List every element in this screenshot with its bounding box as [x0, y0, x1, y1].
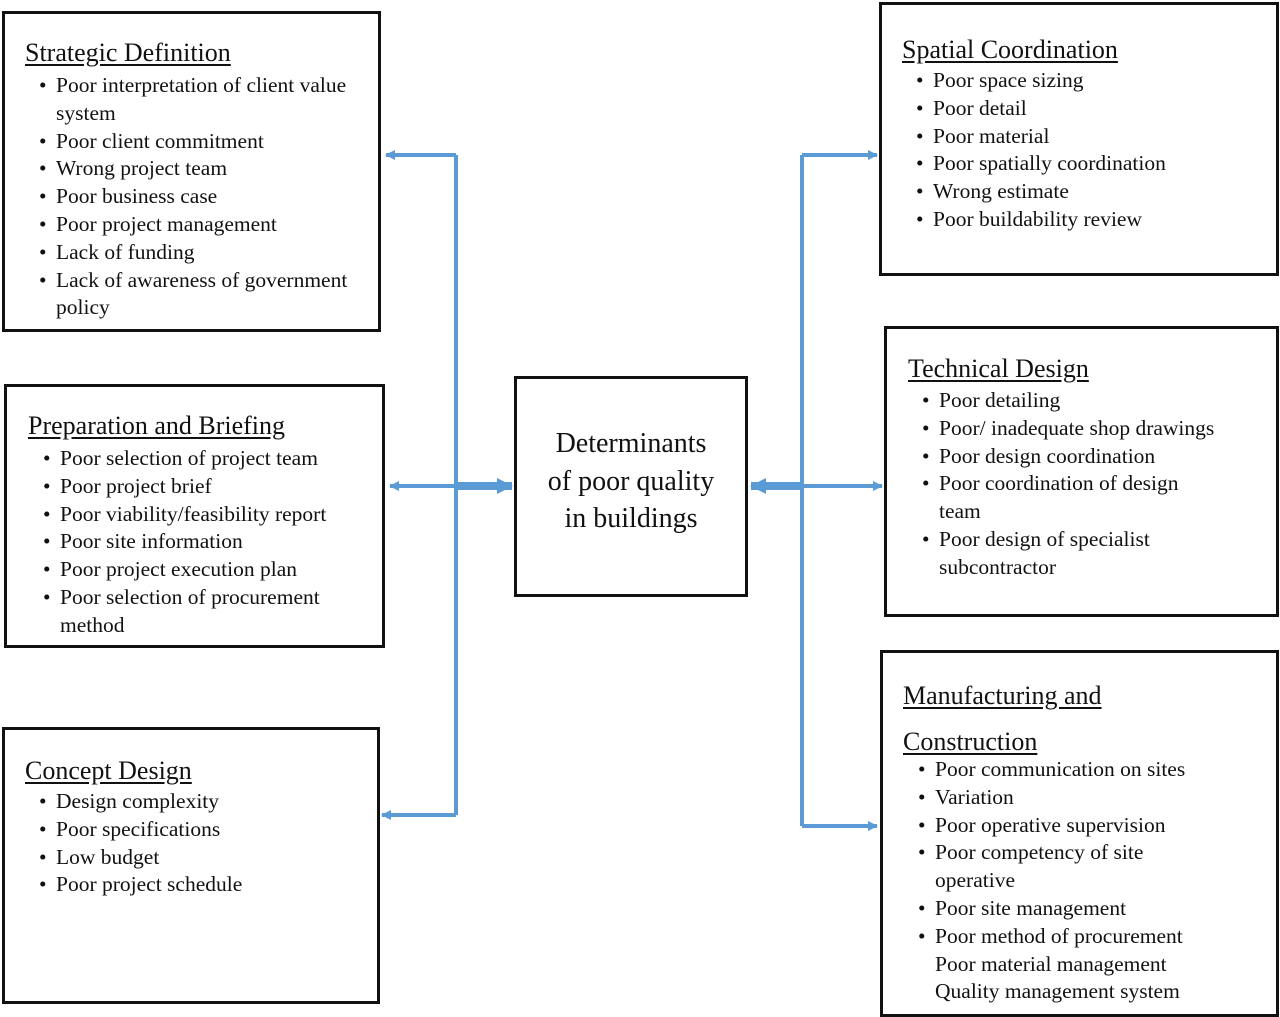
list-item: Poor space sizing: [916, 67, 1266, 95]
box-technical-design: Technical Design Poor detailing Poor/ in…: [884, 326, 1279, 617]
list-manufacturing-construction: Poor communication on sites Variation Po…: [918, 756, 1228, 1006]
list-item: Poor site information: [43, 528, 373, 556]
list-item: Low budget: [39, 844, 369, 872]
list-technical-design: Poor detailing Poor/ inadequate shop dra…: [922, 387, 1222, 582]
list-item: Poor business case: [39, 183, 369, 211]
list-item: Poor viability/feasibility report: [43, 501, 373, 529]
list-item: Poor spatially coordination: [916, 150, 1266, 178]
list-item: Poor design of specialist subcontractor: [922, 526, 1222, 582]
title-preparation-briefing: Preparation and Briefing: [28, 411, 286, 440]
list-item: Lack of awareness of government policy: [39, 267, 369, 323]
box-preparation-briefing: Preparation and Briefing Poor selection …: [4, 384, 385, 648]
list-item: Poor specifications: [39, 816, 369, 844]
list-item: Poor project management: [39, 211, 369, 239]
list-item: Poor design coordination: [922, 443, 1222, 471]
box-manufacturing-construction: Manufacturing and Construction Poor comm…: [880, 650, 1279, 1017]
list-item: Poor selection of project team: [43, 445, 373, 473]
center-title: Determinants of poor quality in building…: [517, 425, 745, 538]
list-item: Quality management system: [935, 979, 1180, 1004]
center-title-line: of poor quality: [547, 465, 715, 497]
title-manufacturing-construction: Manufacturing and Construction: [903, 681, 1102, 756]
list-item: Wrong project team: [39, 155, 369, 183]
list-item: Poor selection of procurement method: [43, 584, 373, 640]
title-spatial-coordination: Spatial Coordination: [902, 35, 1118, 64]
list-item: Poor project brief: [43, 473, 373, 501]
list-concept-design: Design complexity Poor specifications Lo…: [39, 788, 369, 899]
list-item: Poor communication on sites: [918, 756, 1228, 784]
list-item: Variation: [918, 784, 1228, 812]
list-item: Poor material management: [935, 951, 1167, 976]
list-item: Poor interpretation of client value syst…: [39, 72, 369, 128]
box-concept-design: Concept Design Design complexity Poor sp…: [2, 727, 380, 1004]
list-item: Poor project schedule: [39, 871, 369, 899]
list-item: Poor competency of site operative: [918, 839, 1228, 895]
list-item: Poor client commitment: [39, 128, 369, 156]
list-item: Poor detailing: [922, 387, 1222, 415]
box-center-determinants: Determinants of poor quality in building…: [514, 376, 748, 597]
list-item: Poor site management: [918, 895, 1228, 923]
list-strategic-definition: Poor interpretation of client value syst…: [39, 72, 369, 322]
title-strategic-definition: Strategic Definition: [25, 38, 231, 67]
list-item: Poor coordination of design team: [922, 470, 1222, 526]
title-concept-design: Concept Design: [25, 756, 192, 785]
list-item: Lack of funding: [39, 239, 369, 267]
box-strategic-definition: Strategic Definition Poor interpretation…: [2, 11, 381, 332]
center-title-line: in buildings: [564, 503, 698, 534]
list-item: Poor material: [916, 123, 1266, 151]
list-item: Poor/ inadequate shop drawings: [922, 415, 1222, 443]
list-item: Poor project execution plan: [43, 556, 373, 584]
list-item: Poor buildability review: [916, 206, 1266, 234]
list-spatial-coordination: Poor space sizing Poor detail Poor mater…: [916, 67, 1266, 234]
list-item: Poor method of procurement: [918, 923, 1228, 951]
list-item: Poor operative supervision: [918, 812, 1228, 840]
list-preparation-briefing: Poor selection of project team Poor proj…: [43, 445, 373, 640]
title-technical-design: Technical Design: [908, 354, 1089, 383]
list-item: Poor detail: [916, 95, 1266, 123]
center-title-line: Determinants: [555, 428, 707, 459]
list-item: Design complexity: [39, 788, 369, 816]
box-spatial-coordination: Spatial Coordination Poor space sizing P…: [879, 2, 1279, 276]
list-item: Wrong estimate: [916, 178, 1266, 206]
